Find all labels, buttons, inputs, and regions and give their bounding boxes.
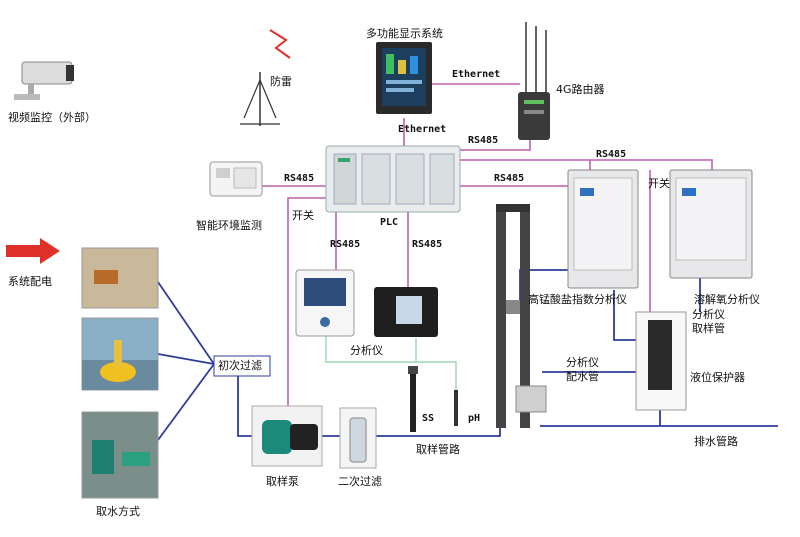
- label-water-intake: 取水方式: [96, 505, 140, 518]
- label-cod-analyzer: 高锰酸盐指数分析仪: [528, 293, 627, 306]
- line-switch-pump: [287, 197, 326, 412]
- cctv-camera-icon: [14, 61, 74, 100]
- label-rs485-top-right: RS485: [596, 149, 627, 160]
- label-switch-right: 开关: [648, 177, 670, 190]
- label-analyzer-water-pipe: 分析仪 配水管: [566, 356, 599, 384]
- line-filter-pump: [237, 376, 256, 437]
- line-intake1: [157, 281, 215, 365]
- label-plc: PLC: [380, 217, 399, 228]
- sampling-pump-icon: [251, 405, 323, 467]
- label-rs485-env: RS485: [284, 173, 315, 184]
- label-ethernet-top: Ethernet: [452, 69, 501, 80]
- lightning-rod-icon: [240, 29, 291, 126]
- label-sampling-tube: 分析仪 取样管: [692, 308, 725, 336]
- ss-sensor-icon: [408, 366, 418, 432]
- line-feed-sampling: [613, 290, 640, 341]
- label-env-monitor: 智能环境监测: [196, 219, 262, 232]
- label-rs485-analyzer1: RS485: [330, 239, 361, 250]
- label-sampling-pipe: 取样管路: [416, 443, 460, 456]
- label-ss: SS: [422, 413, 435, 424]
- display-monitor-icon: [376, 42, 432, 114]
- label-ph: pH: [468, 413, 481, 424]
- do-analyzer-cabinet: [669, 169, 753, 279]
- primary-filter-box: [213, 355, 271, 377]
- cod-analyzer-cabinet: [567, 169, 639, 289]
- label-rs485-analyzer2: RS485: [412, 239, 443, 250]
- label-router-4g: 4G路由器: [556, 83, 605, 96]
- label-sampling-pump: 取样泵: [266, 475, 299, 488]
- ph-sensor-icon: [454, 390, 458, 426]
- label-rs485-right: RS485: [494, 173, 525, 184]
- sampling-column: [496, 204, 547, 428]
- intake-photo-3: [81, 411, 159, 499]
- label-analyzer: 分析仪: [350, 344, 383, 357]
- 4g-router-icon: [518, 22, 550, 140]
- environment-monitor-icon: [209, 161, 263, 197]
- level-protector-device: [635, 311, 687, 411]
- label-power-supply: 系统配电: [8, 275, 52, 288]
- label-primary-filter: 初次过滤: [218, 359, 262, 372]
- analyzer-b: [374, 287, 438, 337]
- analyzer-a: [295, 269, 355, 337]
- label-switch-left: 开关: [292, 209, 314, 222]
- feed-lines: [325, 335, 457, 390]
- label-lightning: 防雷: [270, 75, 292, 88]
- label-level-protector: 液位保护器: [690, 371, 745, 384]
- intake-photo-1: [81, 247, 159, 309]
- line-analyzer-sensors: [325, 335, 457, 390]
- signal-lines: [262, 83, 713, 412]
- label-ethernet-plc: Ethernet: [398, 124, 447, 135]
- line-intake2: [157, 353, 215, 365]
- water-lines: [157, 269, 778, 441]
- line-intake3: [157, 363, 215, 441]
- label-secondary-filter: 二次过滤: [338, 475, 382, 488]
- plc-controller: [325, 145, 461, 213]
- label-video-monitor: 视频监控（外部）: [8, 111, 96, 124]
- line-bus-top: [460, 159, 713, 170]
- line-router-plc: [460, 140, 531, 151]
- label-do-analyzer: 溶解氧分析仪: [694, 293, 760, 306]
- label-rs485-router: RS485: [468, 135, 499, 146]
- label-display-system: 多功能显示系统: [366, 27, 443, 40]
- intake-photo-2: [81, 317, 159, 391]
- label-drain-pipe: 排水管路: [694, 435, 738, 448]
- power-arrow-icon: [6, 238, 60, 264]
- secondary-filter-icon: [339, 407, 377, 469]
